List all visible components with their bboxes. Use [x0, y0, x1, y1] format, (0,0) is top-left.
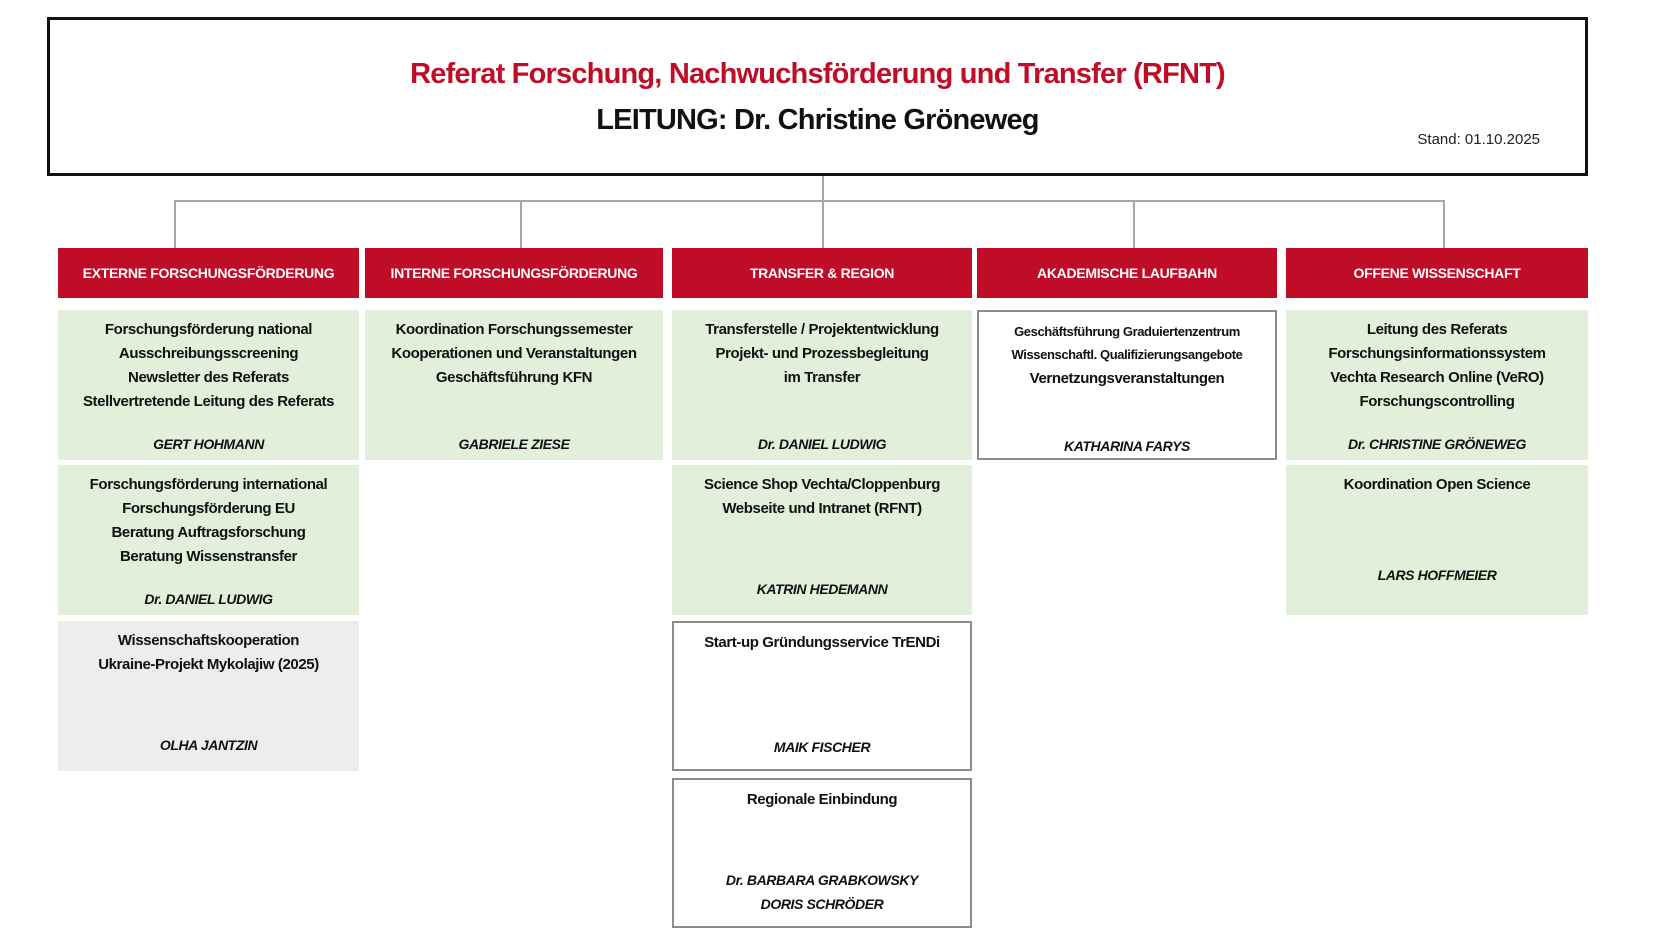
task-line: Leitung des Referats [1366, 321, 1508, 338]
task-line: Forschungsförderung EU [122, 500, 295, 517]
task-line: Newsletter des Referats [128, 369, 289, 386]
person-name: Dr. CHRISTINE GRÖNEWEG [1348, 436, 1526, 452]
person-name: KATHARINA FARYS [1064, 438, 1190, 454]
person-names: Dr. DANIEL LUDWIG [672, 432, 972, 456]
connector-col-5 [1443, 200, 1445, 248]
person-name: MAIK FISCHER [773, 739, 871, 755]
person-name: GERT HOHMANN [153, 436, 264, 452]
column-header: EXTERNE FORSCHUNGSFÖRDERUNG [58, 248, 359, 298]
person-names: Dr. DANIEL LUDWIG [58, 587, 359, 611]
person-names: OLHA JANTZIN [58, 733, 359, 757]
column-header: TRANSFER & REGION [672, 248, 972, 298]
task-line: Vechta Research Online (VeRO) [1330, 369, 1544, 386]
task-line: Wissenschaftl. Qualifizierungsangebote [1011, 347, 1243, 362]
connector-col-4 [1133, 200, 1135, 248]
task-line: Stellvertretende Leitung des Referats [82, 393, 335, 410]
task-line: Beratung Wissenstransfer [120, 548, 297, 565]
task-line: Science Shop Vechta/Cloppenburg [704, 476, 940, 493]
person-name: DORIS SCHRÖDER [760, 896, 884, 912]
task-line: Start-up Gründungsservice TrENDi [704, 634, 940, 651]
person-name: KATRIN HEDEMANN [756, 581, 888, 597]
person-name: Dr. DANIEL LUDWIG [757, 436, 887, 452]
person-names: LARS HOFFMEIER [1286, 563, 1588, 587]
task-line: Koordination Forschungssemester [395, 321, 633, 338]
person-names: KATRIN HEDEMANN [672, 577, 972, 601]
person-name: LARS HOFFMEIER [1377, 567, 1497, 583]
column-header: OFFENE WISSENSCHAFT [1286, 248, 1588, 298]
person-names: Dr. BARBARA GRABKOWSKY DORIS SCHRÖDER [674, 868, 970, 916]
person-name: OLHA JANTZIN [159, 737, 258, 753]
page-title: Referat Forschung, Nachwuchsförderung un… [410, 58, 1226, 90]
connector-col-2 [520, 200, 522, 248]
person-name: GABRIELE ZIESE [458, 436, 570, 452]
task-line: Projekt- und Prozessbegleitung [715, 345, 929, 362]
task-line: im Transfer [783, 369, 861, 386]
person-names: KATHARINA FARYS [979, 434, 1275, 458]
task-line: Regionale Einbindung [746, 791, 898, 808]
task-line: Kooperationen und Veranstaltungen [391, 345, 637, 362]
task-line: Transferstelle / Projektentwicklung [705, 321, 939, 338]
stand-date: Stand: 01.10.2025 [1417, 131, 1540, 148]
task-line: Forschungsinformationssystem [1328, 345, 1546, 362]
task-line: Forschungsförderung national [104, 321, 313, 338]
task-line: Geschäftsführung KFN [435, 369, 593, 386]
connector-horizontal [174, 200, 1445, 202]
person-names: GABRIELE ZIESE [365, 432, 663, 456]
header-box: Referat Forschung, Nachwuchsförderung un… [47, 17, 1588, 176]
person-names: GERT HOHMANN [58, 432, 359, 456]
person-name: Dr. DANIEL LUDWIG [144, 591, 273, 607]
person-names: MAIK FISCHER [674, 735, 970, 759]
task-line: Ausschreibungsscreening [118, 345, 299, 362]
connector-vertical-main [822, 176, 824, 248]
column-header: AKADEMISCHE LAUFBAHN [977, 248, 1277, 298]
task-line: Forschungsförderung international [89, 476, 328, 493]
task-line: Vernetzungsveranstaltungen [1029, 370, 1225, 387]
task-line: Wissenschaftskooperation [117, 632, 300, 649]
task-line: Beratung Auftragsforschung [111, 524, 306, 541]
person-name: Dr. BARBARA GRABKOWSKY [725, 872, 919, 888]
task-line: Koordination Open Science [1343, 476, 1531, 493]
task-line: Geschäftsführung Graduiertenzentrum [1014, 324, 1240, 339]
leitung-label: LEITUNG: Dr. Christine Gröneweg [596, 104, 1039, 136]
column-header: INTERNE FORSCHUNGSFÖRDERUNG [365, 248, 663, 298]
task-line: Ukraine-Projekt Mykolajiw (2025) [98, 656, 319, 673]
person-names: Dr. CHRISTINE GRÖNEWEG [1286, 432, 1588, 456]
connector-col-1 [174, 200, 176, 248]
task-line: Forschungscontrolling [1359, 393, 1515, 410]
task-line: Webseite und Intranet (RFNT) [722, 500, 922, 517]
